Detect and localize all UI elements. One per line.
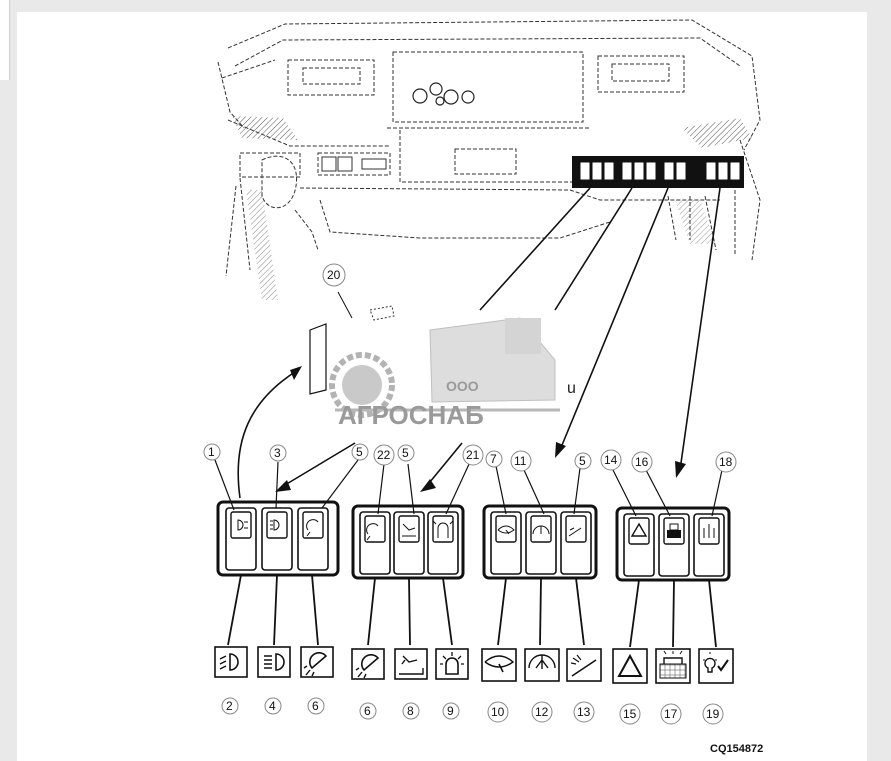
- switch-panel-lights: [216, 500, 340, 577]
- callout-4: 4: [269, 699, 276, 713]
- lamp-check-icon: [698, 648, 734, 684]
- part-20-housing: [309, 291, 395, 395]
- watermark-company-prefix: ООО: [446, 378, 479, 394]
- left-console-vents: [321, 156, 387, 172]
- callout-6: 6: [312, 699, 319, 713]
- callout-12: 12: [535, 705, 549, 719]
- work-light-icon: [300, 646, 334, 678]
- rear-wiper-icon: [524, 648, 560, 682]
- callout-leaders: [214, 459, 723, 517]
- callout-6: 6: [364, 704, 371, 718]
- arrowheads: [275, 366, 686, 492]
- callout-16: 16: [635, 455, 649, 469]
- symbol-leaders: [227, 574, 717, 648]
- front-wiper-icon: [481, 648, 517, 682]
- headlight-low-beam-icon: [214, 646, 248, 678]
- figure-reference-code: CQ154872: [710, 743, 763, 755]
- callout-13: 13: [577, 705, 591, 719]
- work-light-icon: [351, 648, 385, 680]
- callout-20: 20: [327, 268, 341, 282]
- speaker-grille-left: [232, 116, 298, 140]
- window-edge: [0, 0, 10, 80]
- leader-lines: [237, 187, 721, 499]
- callout-5: 5: [402, 446, 409, 460]
- callout-markers: [203, 263, 737, 473]
- switch-panel-work: [351, 504, 465, 580]
- beacon-icon: [435, 648, 469, 680]
- watermark-logo: [329, 317, 560, 418]
- watermark-company-name: АГРОСНАБ: [338, 400, 484, 430]
- callout-22: 22: [377, 448, 391, 462]
- callout-17: 17: [664, 707, 678, 721]
- callout-9: 9: [447, 704, 454, 718]
- callout-markers-bottom: [221, 697, 724, 725]
- callout-8: 8: [407, 704, 414, 718]
- headlight-high-beam-icon: [257, 646, 291, 678]
- callout-10: 10: [491, 705, 505, 719]
- cab-roof-light-icon: [655, 648, 691, 684]
- callout-1: 1: [208, 445, 215, 459]
- implement-light-icon: [394, 648, 428, 680]
- callout-15: 15: [623, 707, 637, 721]
- callout-14: 14: [604, 453, 618, 467]
- gauge-cluster-icon: [412, 82, 475, 106]
- dashboard-outline: [217, 19, 761, 277]
- callout-19: 19: [706, 707, 720, 721]
- watermark-suffix: u: [567, 380, 576, 397]
- callout-21: 21: [466, 448, 480, 462]
- dashboard-switch-strip: [572, 156, 744, 188]
- callout-11: 11: [514, 454, 527, 468]
- callout-18: 18: [719, 455, 733, 469]
- pillar-hatching: [246, 190, 716, 300]
- callout-2: 2: [226, 699, 233, 713]
- washer-icon: [566, 648, 602, 682]
- switch-panel-hazard: [615, 506, 731, 582]
- speaker-grille-right: [682, 118, 752, 148]
- callout-3: 3: [274, 446, 281, 460]
- callout-5: 5: [356, 445, 363, 459]
- hazard-warning-icon: [612, 648, 648, 684]
- callout-5: 5: [579, 454, 586, 468]
- switch-panel-wipers: [482, 504, 598, 580]
- callout-7: 7: [490, 452, 497, 466]
